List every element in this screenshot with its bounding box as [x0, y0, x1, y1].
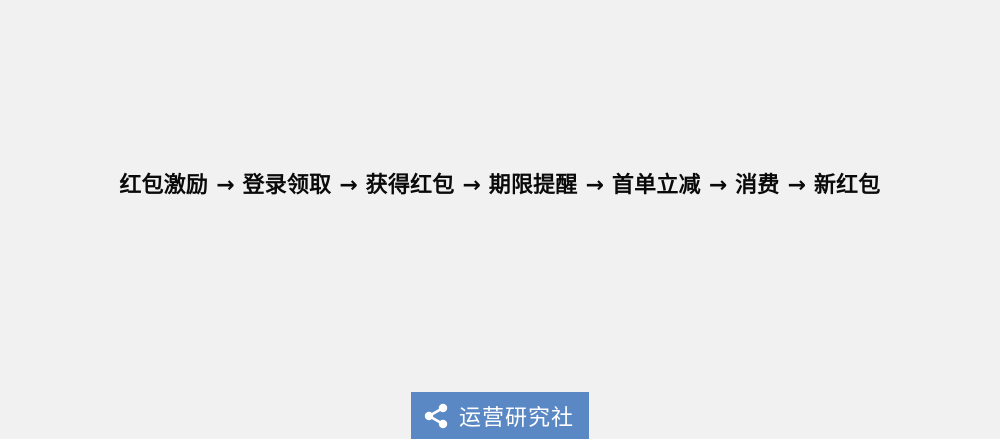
share-icon: [421, 401, 451, 431]
flow-text: 红包激励 → 登录领取 → 获得红包 → 期限提醒 → 首单立减 → 消费 → …: [119, 173, 881, 198]
watermark-badge: 运营研究社: [411, 392, 589, 439]
watermark-text: 运营研究社: [459, 405, 575, 431]
